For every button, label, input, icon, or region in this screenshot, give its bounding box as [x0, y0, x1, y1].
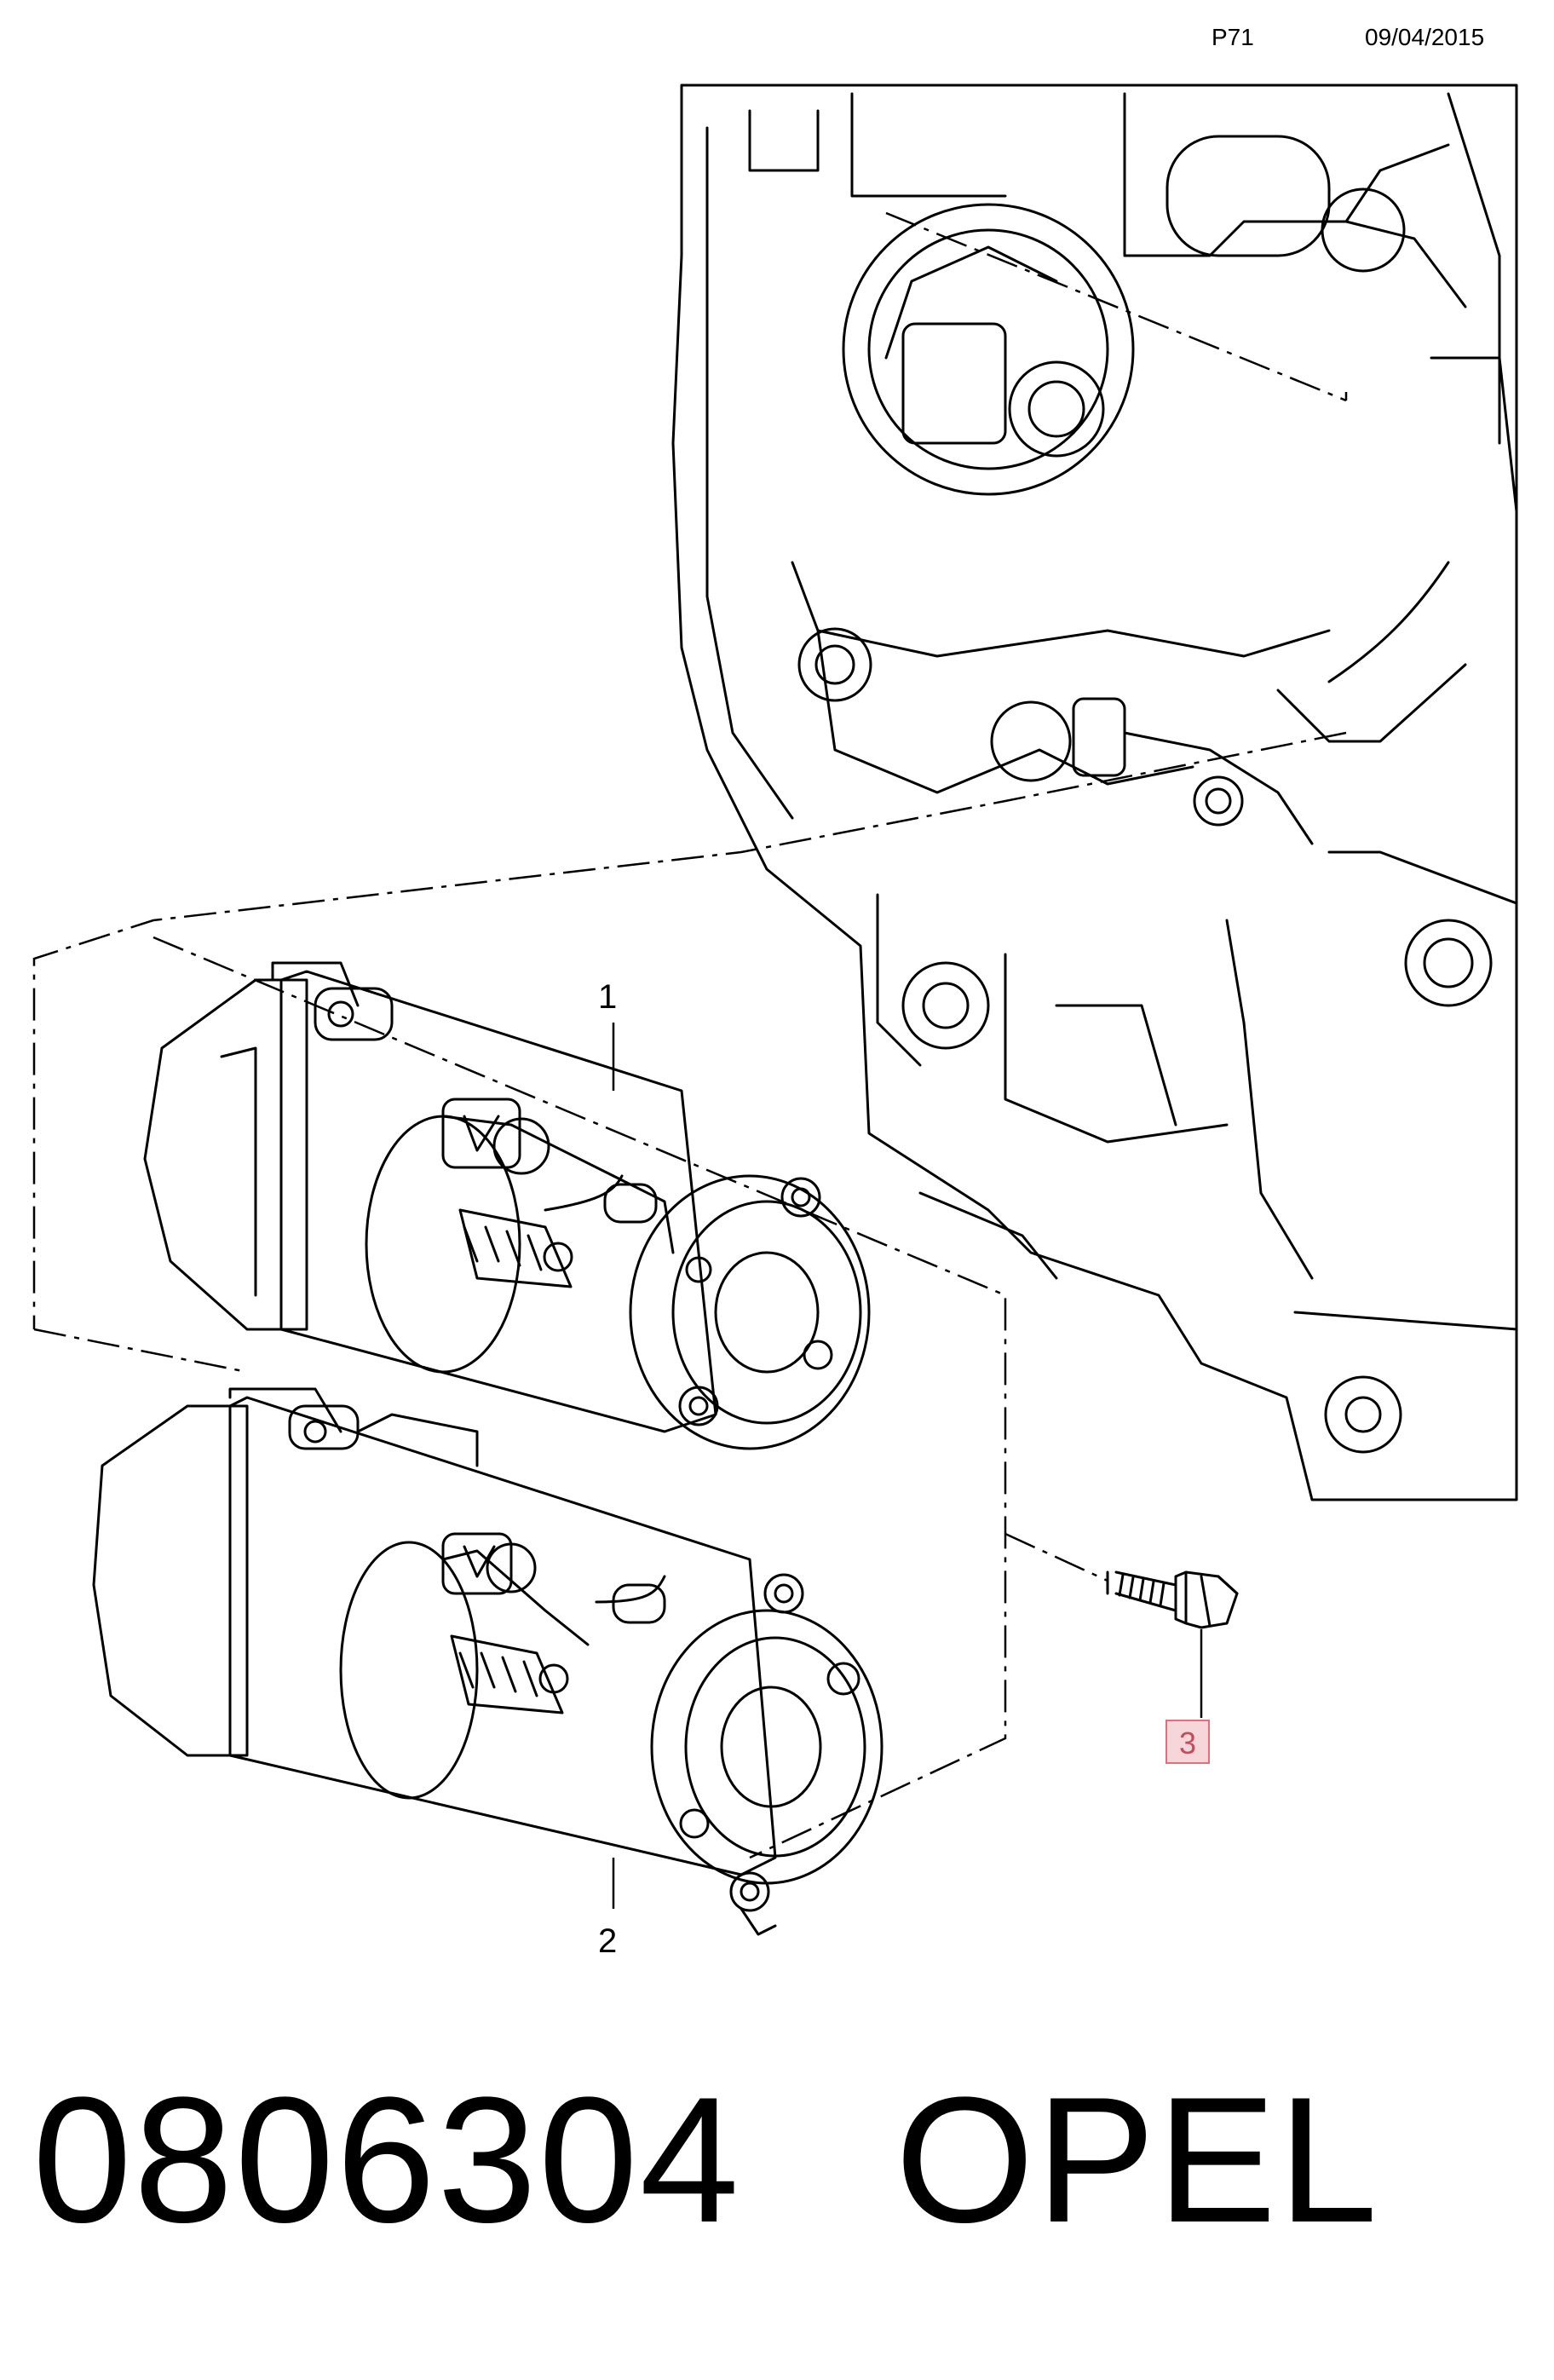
part-caption: 0806304 OPEL — [32, 2071, 1379, 2250]
callout-item-2[interactable]: 2 — [598, 1922, 618, 1960]
brand-name: OPEL — [895, 2060, 1379, 2260]
engine-block — [671, 84, 1518, 1501]
starter-motor-2 — [92, 1387, 883, 1936]
part-number: 0806304 — [32, 2060, 741, 2260]
drawing-date: 09/04/2015 — [1365, 24, 1485, 50]
assembly-lines — [32, 211, 1348, 1859]
callout-item-3-highlighted[interactable]: 3 — [1166, 1720, 1210, 1764]
exploded-diagram — [32, 84, 1518, 1936]
leader-lines — [612, 1023, 1203, 1909]
page-code: P71 — [1212, 24, 1254, 50]
mounting-bolt — [1106, 1570, 1239, 1629]
starter-motor-1 — [143, 961, 871, 1450]
callout-item-1[interactable]: 1 — [598, 978, 618, 1016]
